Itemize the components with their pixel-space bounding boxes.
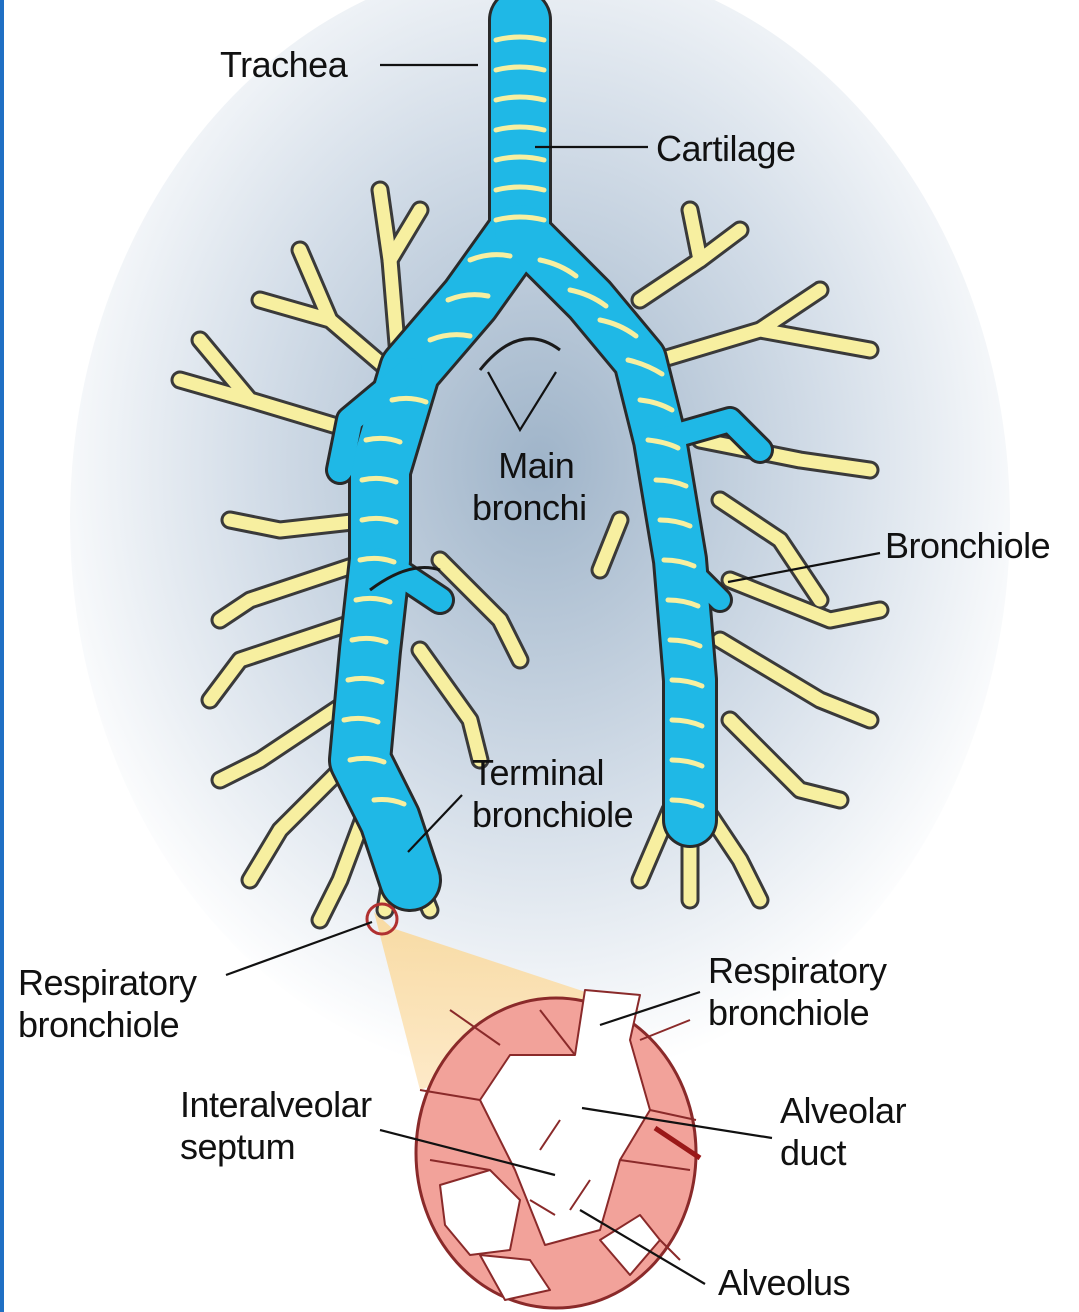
label-alveolar-duct: Alveolar duct — [780, 1090, 906, 1174]
label-respiratory-bronchiole-left: Respiratory bronchiole — [18, 962, 197, 1046]
label-bronchiole: Bronchiole — [885, 525, 1050, 567]
label-alveolus: Alveolus — [718, 1262, 850, 1304]
label-interalveolar-septum: Interalveolar septum — [180, 1084, 372, 1168]
label-trachea: Trachea — [220, 44, 347, 86]
label-main-bronchi: Main bronchi — [472, 445, 587, 529]
label-respiratory-bronchiole-right: Respiratory bronchiole — [708, 950, 887, 1034]
label-cartilage: Cartilage — [656, 128, 796, 170]
label-terminal-bronchiole: Terminal bronchiole — [472, 752, 633, 836]
